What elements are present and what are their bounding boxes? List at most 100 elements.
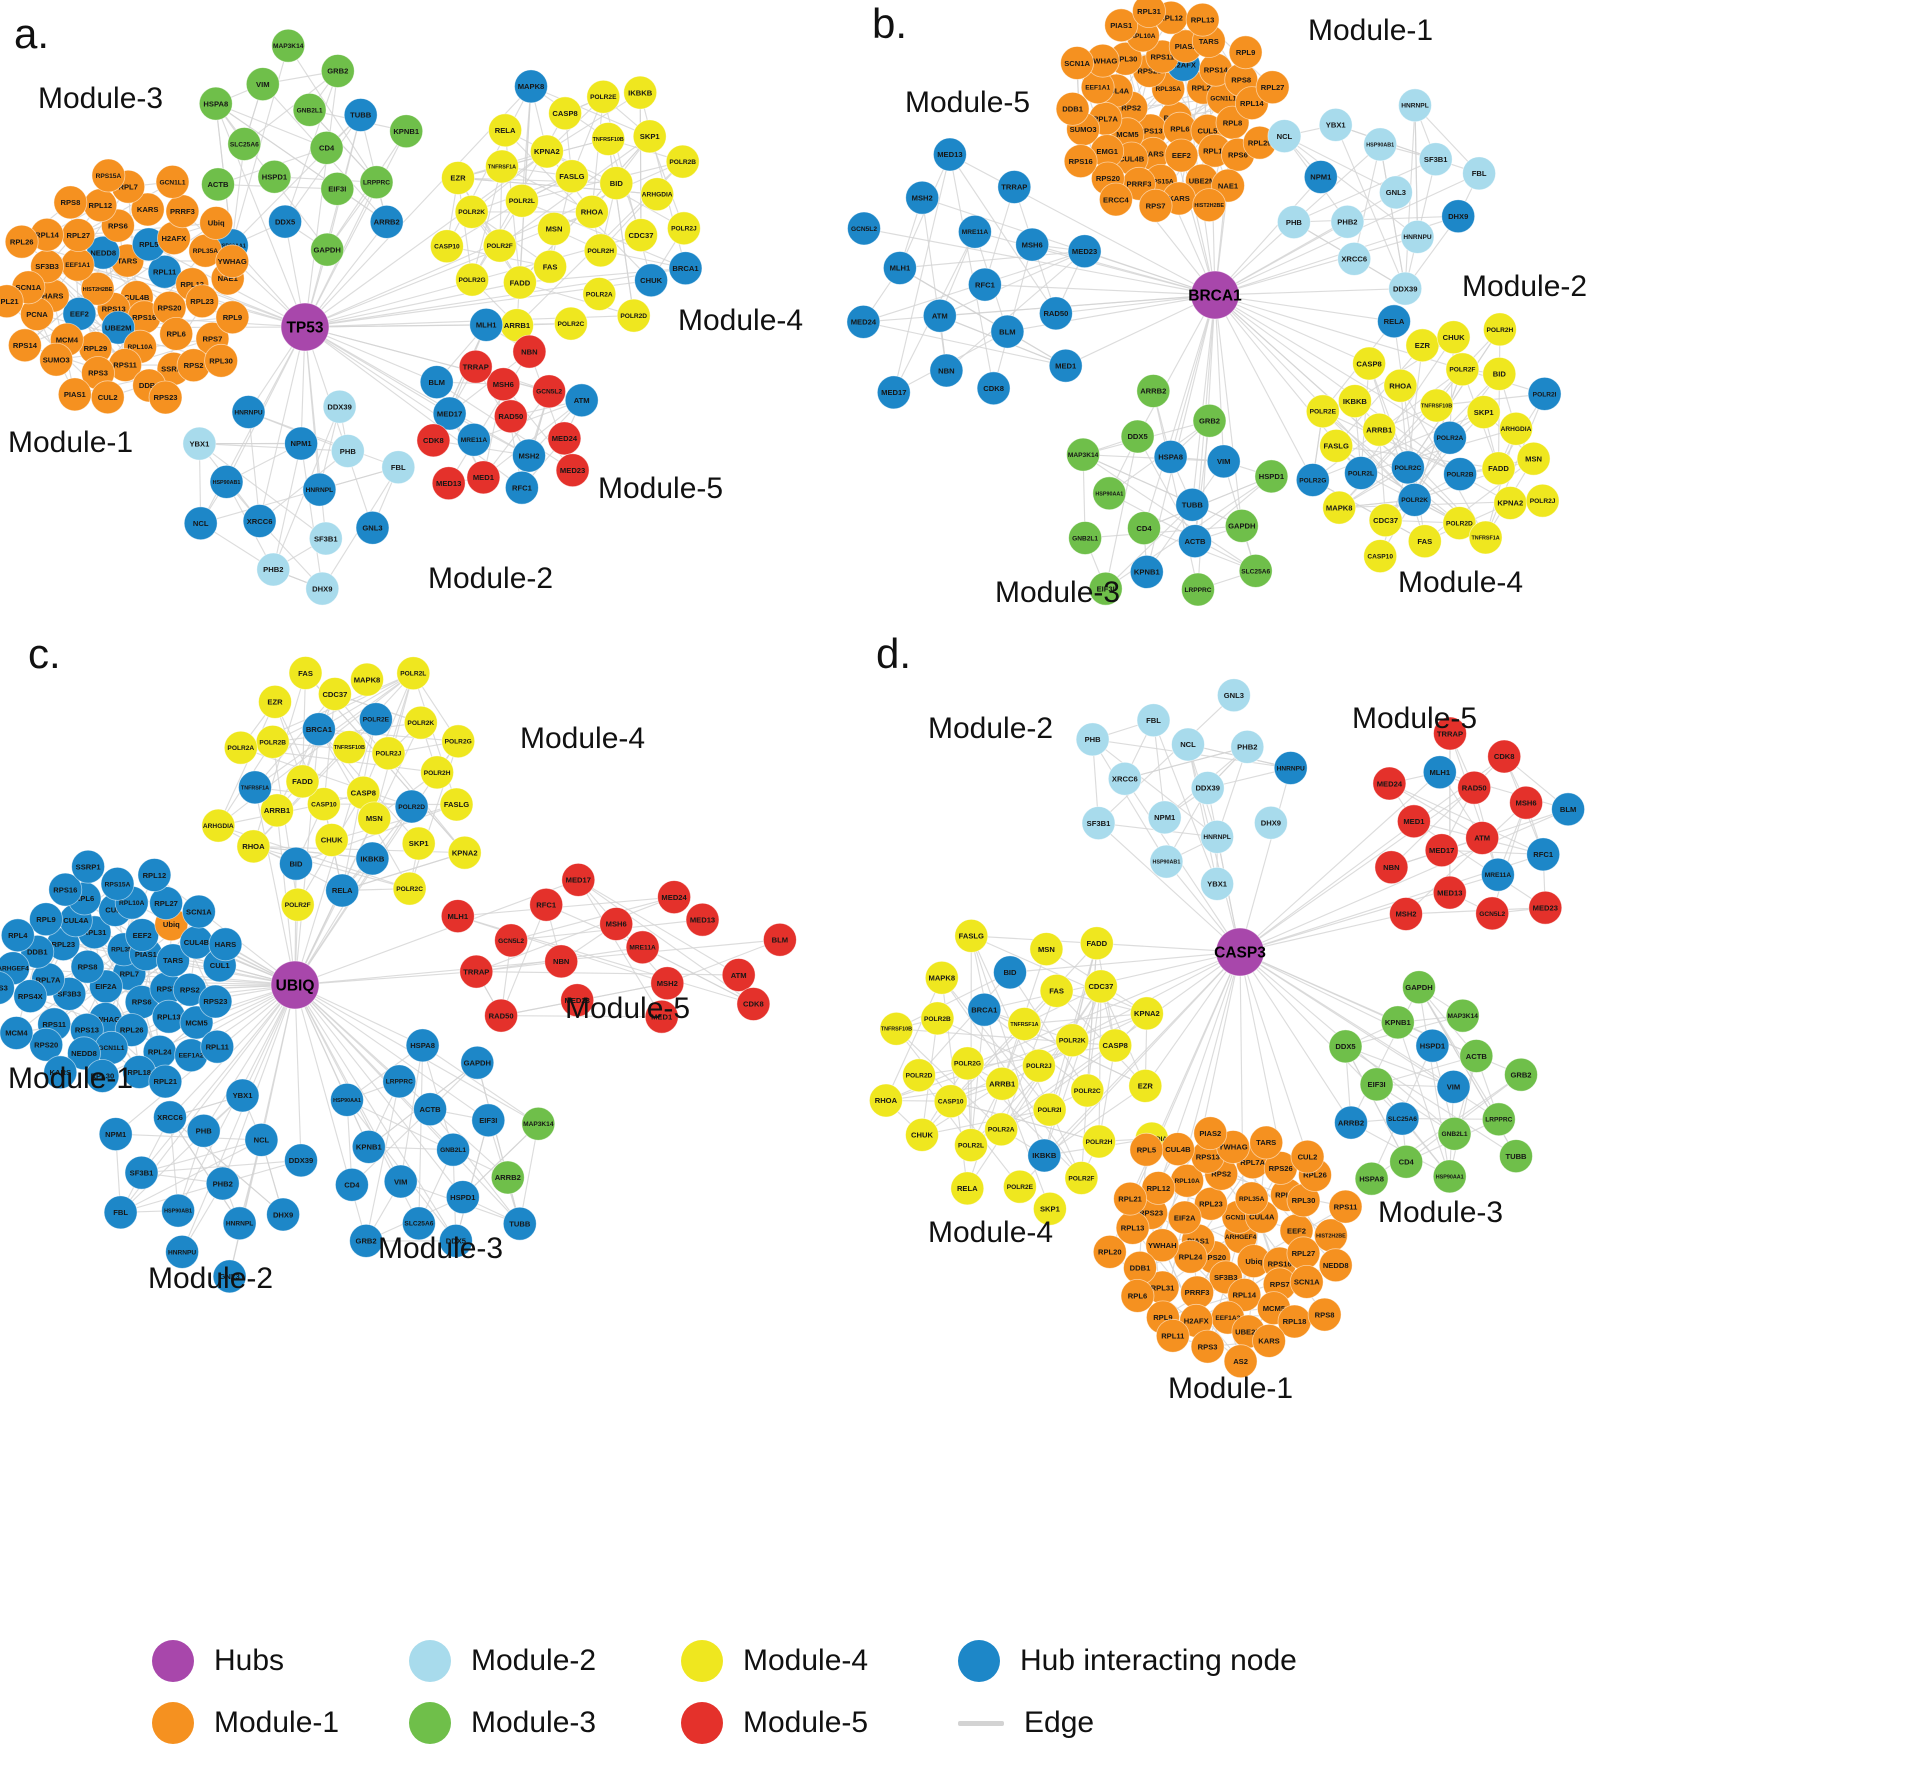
node-KPNA2[interactable] — [1130, 996, 1164, 1031]
node-LRPPRC[interactable] — [1481, 1102, 1516, 1137]
node-TRRAP[interactable] — [458, 349, 493, 384]
node-PHB[interactable] — [1075, 722, 1110, 757]
node-POLR2I[interactable] — [1032, 1092, 1067, 1127]
node-POLR2D[interactable] — [616, 298, 651, 333]
node-PHB2[interactable] — [205, 1166, 240, 1201]
node-HNRNPU[interactable] — [165, 1235, 200, 1269]
node-DHX9[interactable] — [1254, 805, 1288, 840]
node-MED17[interactable] — [876, 375, 911, 410]
node-ATM[interactable] — [1465, 821, 1500, 855]
node-POLR2G[interactable] — [950, 1046, 985, 1081]
node-PIAS1[interactable] — [1104, 8, 1139, 43]
node-RPL26[interactable] — [4, 224, 39, 259]
node-EIF3I[interactable] — [471, 1103, 506, 1138]
node-POLR2H[interactable] — [1082, 1124, 1116, 1159]
node-SF3B1[interactable] — [124, 1155, 159, 1190]
node-POLR2F[interactable] — [1064, 1161, 1099, 1195]
node-CUL2[interactable] — [1290, 1139, 1325, 1174]
node-HIST2H2BE[interactable] — [80, 271, 115, 306]
node-HSPA8[interactable] — [1354, 1161, 1389, 1196]
node-EZR[interactable] — [258, 685, 292, 719]
node-POLR2E[interactable] — [1003, 1169, 1037, 1204]
node-RPL5[interactable] — [1129, 1132, 1164, 1167]
node-IKBKB[interactable] — [623, 75, 658, 110]
node-NEDD8[interactable] — [67, 1036, 101, 1071]
node-POLR2E[interactable] — [1305, 394, 1340, 429]
node-GCN1L1[interactable] — [155, 164, 190, 199]
node-SLC25A6[interactable] — [1385, 1101, 1420, 1136]
node-RPL6[interactable] — [159, 316, 194, 351]
node-ARHGDIA[interactable] — [640, 177, 675, 212]
node-RPL11[interactable] — [200, 1029, 235, 1064]
node-MCM4[interactable] — [0, 1016, 34, 1050]
node-CASP8[interactable] — [548, 96, 582, 131]
node-CD4[interactable] — [309, 130, 344, 165]
node-PHB2[interactable] — [256, 552, 291, 587]
node-HSPA8[interactable] — [405, 1028, 440, 1063]
node-HSP90AB1[interactable] — [209, 464, 244, 499]
node-POLR2H[interactable] — [420, 755, 455, 790]
node-FASLG[interactable] — [439, 787, 474, 822]
node-FBL[interactable] — [1136, 703, 1171, 738]
node-MED13[interactable] — [933, 137, 967, 172]
node-RELA[interactable] — [1377, 304, 1411, 339]
node-HNRNPL[interactable] — [302, 472, 337, 507]
node-FASLG[interactable] — [555, 159, 589, 194]
node-EIF3I[interactable] — [1088, 571, 1123, 606]
node-GNL3[interactable] — [355, 510, 390, 545]
node-CDK8[interactable] — [736, 987, 771, 1021]
node-GNL3[interactable] — [1379, 175, 1413, 210]
node-CDC37[interactable] — [624, 218, 658, 253]
node-RHOA[interactable] — [236, 829, 271, 864]
node-VIM[interactable] — [1436, 1070, 1471, 1104]
node-KPNB1[interactable] — [351, 1130, 386, 1164]
node-MAP3K14[interactable] — [1066, 437, 1100, 472]
node-XRCC6[interactable] — [1107, 761, 1142, 796]
node-TRRAP[interactable] — [1433, 716, 1467, 751]
node-RPL21[interactable] — [148, 1064, 183, 1099]
node-MAPK8[interactable] — [1322, 490, 1357, 525]
node-XRCC6[interactable] — [153, 1100, 187, 1135]
node-CDC37[interactable] — [1368, 503, 1403, 538]
node-MED24[interactable] — [657, 880, 691, 914]
node-POLR2B[interactable] — [665, 144, 700, 179]
node-GRB2[interactable] — [1192, 403, 1227, 438]
hub-node-BRCA1[interactable] — [1190, 270, 1240, 320]
node-MED13[interactable] — [1432, 875, 1467, 910]
node-ARRB1[interactable] — [1362, 412, 1397, 447]
node-GRB2[interactable] — [349, 1224, 384, 1258]
node-NPM1[interactable] — [1147, 800, 1182, 835]
node-SUMO3[interactable] — [39, 342, 74, 377]
node-BLM[interactable] — [763, 922, 797, 957]
node-MSH2[interactable] — [1389, 897, 1423, 931]
node-RFC1[interactable] — [505, 470, 539, 505]
node-MED1[interactable] — [644, 999, 679, 1034]
node-RPS7[interactable] — [1138, 188, 1173, 223]
node-SCN1A[interactable] — [181, 894, 216, 929]
node-FBL[interactable] — [381, 450, 416, 485]
node-Ubiq[interactable] — [199, 206, 234, 240]
node-KARS[interactable] — [43, 1055, 78, 1090]
node-MSH6[interactable] — [1509, 785, 1543, 820]
node-RPS15A[interactable] — [100, 867, 135, 901]
node-SLC25A6[interactable] — [227, 127, 262, 161]
node-YBX1[interactable] — [225, 1078, 260, 1113]
node-RAD50[interactable] — [484, 998, 519, 1033]
node-KPNA2[interactable] — [530, 134, 564, 169]
node-HARS[interactable] — [208, 927, 243, 962]
node-IKBKB[interactable] — [1338, 384, 1372, 419]
node-CHUK[interactable] — [314, 823, 349, 857]
node-MSH6[interactable] — [1015, 227, 1050, 262]
node-MSH2[interactable] — [512, 438, 546, 473]
node-HNRNPU[interactable] — [1273, 751, 1308, 785]
node-LRPPRC[interactable] — [382, 1064, 417, 1099]
node-HSPD1[interactable] — [257, 159, 292, 194]
node-RHOA[interactable] — [869, 1083, 903, 1118]
node-POLR2I[interactable] — [1527, 376, 1562, 411]
node-ATM[interactable] — [922, 298, 957, 333]
node-MAPK8[interactable] — [924, 960, 959, 995]
node-MAPK8[interactable] — [350, 662, 384, 697]
node-MED17[interactable] — [1424, 833, 1459, 868]
node-HSPA8[interactable] — [198, 86, 233, 121]
node-MED24[interactable] — [547, 421, 582, 456]
